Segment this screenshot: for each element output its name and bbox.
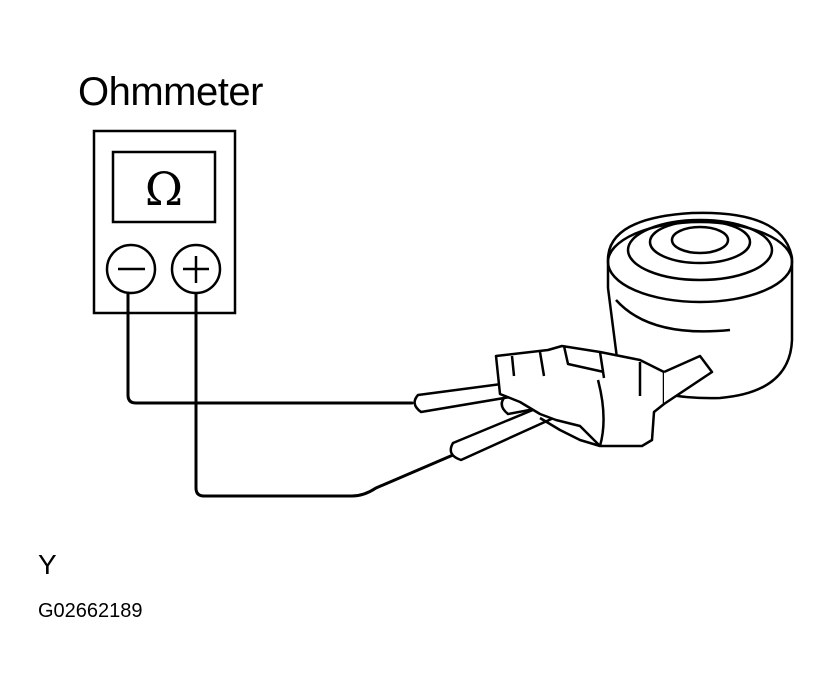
view-label: Y (38, 549, 57, 580)
ohmmeter-label: Ohmmeter (78, 70, 263, 114)
figure-code: G02662189 (38, 600, 143, 622)
sensor-center-bore (670, 225, 730, 255)
negative-terminal (105, 243, 157, 295)
sensor-connector (494, 344, 714, 448)
ohm-symbol: Ω (145, 162, 183, 216)
positive-lead-wire (194, 292, 455, 498)
ohmmeter-display (111, 150, 217, 224)
ohmmeter-case (92, 129, 237, 315)
positive-terminal (170, 243, 222, 295)
negative-lead-wire (126, 292, 414, 405)
plus-icon (183, 256, 209, 283)
connector-housing (494, 344, 666, 448)
connector-latch (663, 354, 714, 406)
ohmmeter (92, 129, 237, 315)
test-leads (126, 292, 455, 498)
